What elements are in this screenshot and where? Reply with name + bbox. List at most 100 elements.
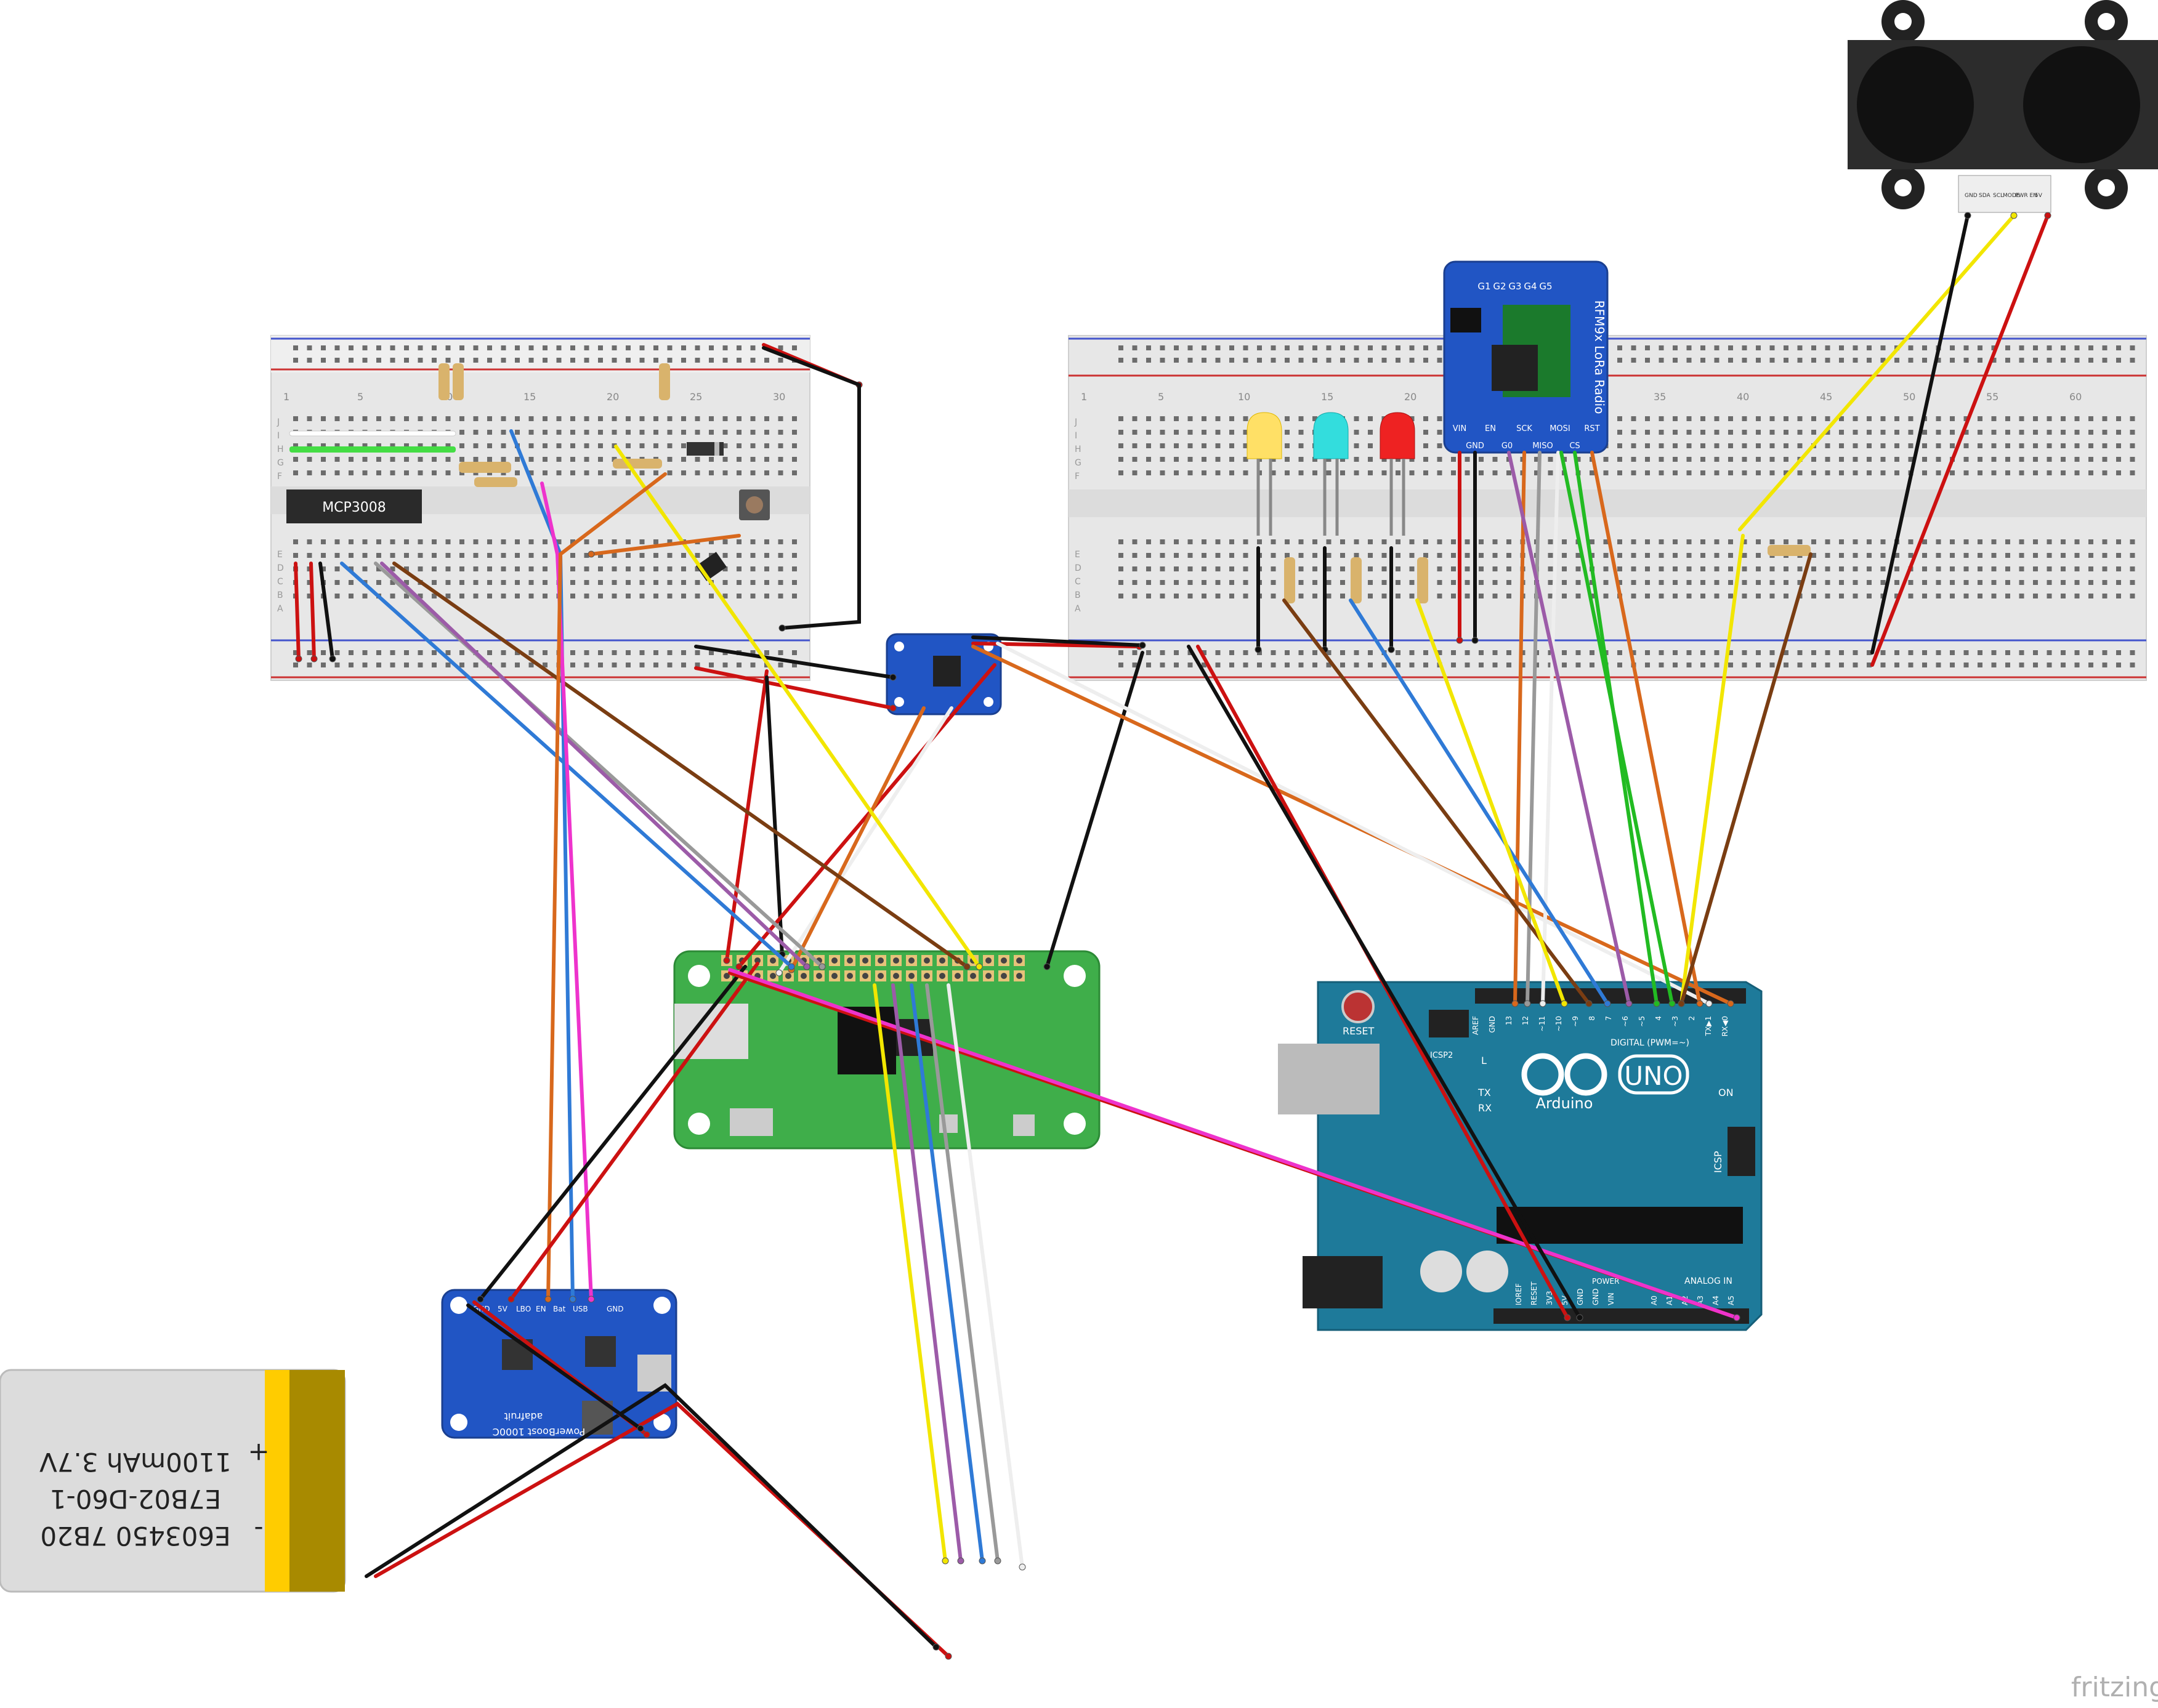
green-jumper	[289, 446, 456, 453]
wire-end	[1733, 1314, 1740, 1321]
wire-end	[1539, 1000, 1546, 1007]
bbl-row-c: C	[277, 577, 283, 587]
bbr-row-b: B	[1075, 590, 1081, 600]
wire-blue	[1349, 598, 1609, 1005]
arduino-top-pin: ~9	[1571, 1016, 1580, 1027]
arduino-analog-label: ANALOG IN	[1684, 1276, 1732, 1286]
lipo-battery: 1100mAh 3.7V E7B02-D60-1 E603450 7B20 + …	[0, 1369, 346, 1593]
bbl-col-5: 5	[357, 391, 363, 403]
bbl-row-b: B	[277, 590, 283, 600]
wire-end	[2044, 212, 2051, 219]
arduino-top-pin: ~11	[1538, 1016, 1546, 1031]
wire-white	[996, 642, 1711, 1005]
lidar-pin-mode: MODE	[2003, 193, 2020, 199]
wire-end	[957, 1557, 964, 1565]
arduino-bottom-pin: A1	[1665, 1295, 1674, 1305]
bbr-row-e: E	[1075, 550, 1080, 560]
wire-end	[945, 1653, 952, 1660]
bbl-col-1: 1	[283, 391, 289, 403]
bbr-col-50: 50	[1903, 391, 1915, 403]
arduino-bottom-pin: RESET	[1530, 1281, 1538, 1305]
arduino-icsp-label: ICSP	[1712, 1151, 1724, 1173]
bbl-col-15: 15	[523, 391, 536, 403]
wire-red	[309, 562, 316, 661]
wire-yellow	[1738, 214, 2016, 531]
lidar-pin-pwren: PWR EN	[2015, 193, 2037, 199]
bbr-col-35: 35	[1654, 391, 1666, 403]
led-yellow	[1247, 412, 1282, 536]
bbr-row-d: D	[1075, 563, 1081, 573]
wire-red	[725, 669, 769, 962]
bbl-row-a: A	[277, 604, 283, 614]
lora-pin-g2: G2	[1493, 281, 1506, 292]
bbr-col-5: 5	[1158, 391, 1164, 403]
wire-end	[1043, 963, 1051, 970]
arduino-on-label: ON	[1718, 1087, 1734, 1098]
wire-yellow	[873, 983, 947, 1563]
wire-end	[778, 624, 786, 632]
wire-end	[1653, 1000, 1660, 1007]
bbl-row-e: E	[277, 550, 283, 560]
wire-end	[1524, 1000, 1531, 1007]
arduino-top-pin: 13	[1505, 1016, 1513, 1025]
wire-end	[1388, 646, 1395, 653]
wire-black	[466, 1303, 642, 1430]
lora-pin-sck: SCK	[1516, 424, 1532, 433]
wire-end	[1019, 1563, 1026, 1571]
bbl-row-f: F	[277, 472, 282, 481]
wire-black	[765, 675, 784, 956]
wire-purple	[1507, 451, 1631, 1005]
lora-bottom-pins: VIN GND EN G0 SCK MISO MOSI CS RST	[1453, 424, 1600, 451]
wire-end	[329, 655, 336, 663]
battery-line1: E603450 7B20	[40, 1521, 230, 1551]
wire-end	[1511, 1000, 1519, 1007]
wire-end	[803, 963, 810, 970]
lidar-sensor: GND SDA SCL MODE PWR EN 5V	[1848, 0, 2158, 213]
arduino-tx-label: TX	[1477, 1087, 1491, 1098]
wire-yellow	[1415, 598, 1566, 1005]
pb-pin-gnd2: GND	[607, 1305, 624, 1313]
wire-end	[569, 1295, 576, 1303]
wire-end	[1696, 1000, 1703, 1007]
arduino-bottom-pin: 3V3	[1545, 1291, 1554, 1305]
wire-blue	[910, 983, 984, 1563]
wire-orange	[546, 472, 667, 1301]
arduino-reset-label: RESET	[1343, 1025, 1374, 1037]
wire-end	[2010, 212, 2018, 219]
wires	[294, 212, 2051, 1660]
wire-end	[507, 1295, 515, 1303]
wire-end	[723, 957, 730, 964]
wire-end	[477, 1295, 484, 1303]
bbl-row-d: D	[277, 563, 284, 573]
bbr-col-60: 60	[2069, 391, 2082, 403]
lora-pin-vin: VIN	[1453, 424, 1466, 433]
fritzing-watermark: fritzing	[2071, 1672, 2158, 1703]
bbl-row-h: H	[277, 445, 284, 454]
battery-line3: 1100mAh 3.7V	[39, 1447, 232, 1477]
pb-pin-5v: 5V	[498, 1305, 508, 1313]
wire-end	[1625, 1000, 1633, 1007]
bbr-row-f: F	[1075, 472, 1080, 481]
wire-yellow	[614, 445, 981, 969]
arduino-bottom-pin: A4	[1711, 1295, 1720, 1305]
lora-title: RFM9x LoRa Radio	[1592, 300, 1607, 414]
mcp3008-chip: MCP3008	[286, 489, 422, 523]
arduino-bottom-pin: A5	[1727, 1295, 1736, 1305]
bbr-col-45: 45	[1820, 391, 1832, 403]
wire-red	[737, 663, 996, 969]
wire-end	[1255, 646, 1262, 653]
arduino-top-pin: 7	[1604, 1016, 1613, 1021]
wire-pink	[540, 481, 593, 1301]
wire-brown	[1679, 552, 1812, 1005]
battery-minus: -	[254, 1515, 263, 1545]
wire-end	[932, 1643, 940, 1651]
bbr-row-g: G	[1075, 458, 1081, 468]
breadboard-right-row-labels: J I H G F E D C B A	[1074, 417, 1081, 614]
resistors-left	[438, 363, 670, 487]
arduino-top-pin: 8	[1588, 1016, 1596, 1021]
bbl-col-20: 20	[607, 391, 619, 403]
wire-end	[588, 550, 595, 558]
arduino-l-label: L	[1481, 1055, 1487, 1066]
white-jumper	[289, 430, 456, 437]
bbr-row-h: H	[1075, 445, 1081, 454]
